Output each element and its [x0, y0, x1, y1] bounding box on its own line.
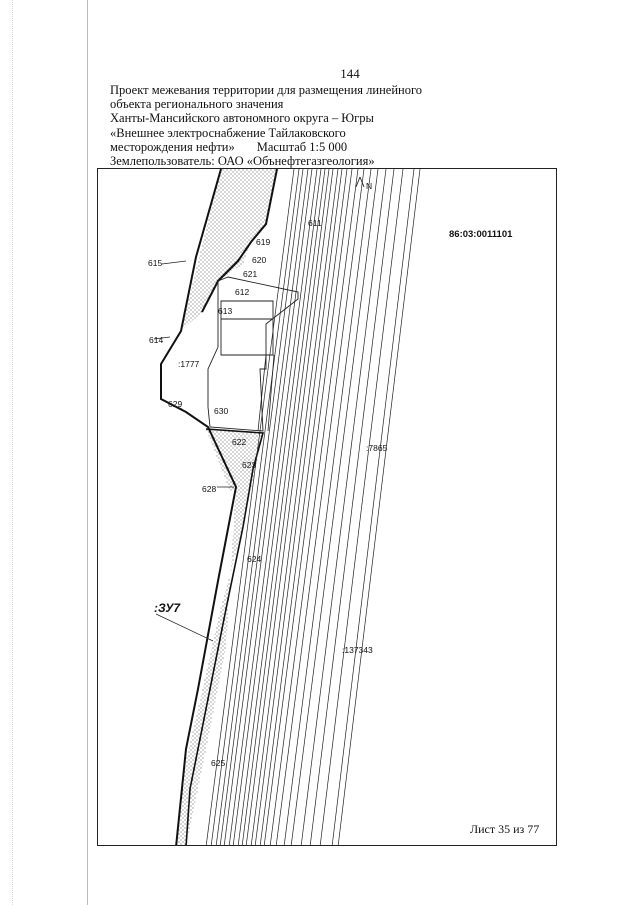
point-625: 625 [211, 758, 225, 768]
parcel-7865-label: :7865 [366, 443, 388, 453]
point-612: 612 [235, 287, 249, 297]
point-619: 619 [256, 237, 270, 247]
point-620: 620 [252, 255, 266, 265]
point-611: 611 [308, 218, 322, 228]
point-614: 614 [149, 335, 163, 345]
header-line-3: Ханты-Мансийского автономного округа – Ю… [110, 111, 374, 126]
cadastral-map: N 86:03:0011101 :1777 :7865 :137343 :ЗУ7… [148, 169, 513, 845]
header-line-5: месторождения нефти» [110, 139, 235, 154]
point-624: 624 [247, 554, 261, 564]
point-613: 613 [218, 306, 232, 316]
binding-margin-dots [12, 0, 13, 905]
sheet-info: Лист 35 из 77 [470, 822, 540, 836]
parcel-boundary-right [201, 169, 278, 313]
cadastral-block-number: 86:03:0011101 [449, 229, 513, 240]
parcel-boundary-left [160, 169, 238, 845]
corridor-lines [205, 169, 421, 845]
scale-label: Масштаб 1:5 000 [256, 139, 348, 154]
building-rectangle [220, 300, 274, 356]
point-622: 622 [232, 437, 246, 447]
point-615: 615 [148, 258, 162, 268]
binding-margin-line [87, 0, 88, 905]
point-621: 621 [243, 269, 257, 279]
parcel-zu7-upper [181, 169, 277, 331]
page-number: 144 [340, 66, 360, 81]
point-629: 629 [168, 399, 182, 409]
header-line-2: объекта регионального значения [110, 97, 284, 112]
point-630: 630 [214, 406, 228, 416]
point-628: 628 [202, 484, 216, 494]
map-frame: N 86:03:0011101 :1777 :7865 :137343 :ЗУ7… [97, 168, 557, 846]
document-header: Проект межевания территории для размещен… [110, 83, 530, 168]
parcel-boundary-lower-right [185, 428, 265, 845]
header-line-4: «Внешнее электроснабжение Тайлаковского [110, 125, 346, 140]
north-arrow-icon: N [355, 176, 372, 191]
header-line-6: Землепользователь: ОАО «Обънефтегазгеоло… [110, 154, 375, 169]
parcel-1777-label: :1777 [178, 359, 200, 369]
parcel-1777-outline [207, 276, 299, 432]
north-arrow-label: N [366, 181, 372, 191]
header-line-1: Проект межевания территории для размещен… [110, 83, 423, 97]
point-623: 623 [242, 460, 256, 470]
leader-lines [153, 260, 234, 642]
parcel-137343-label: :137343 [342, 645, 373, 655]
header-line-5-row: месторождения нефти» Масштаб 1:5 000 [110, 140, 530, 154]
parcel-zu7-label: :ЗУ7 [154, 601, 181, 615]
